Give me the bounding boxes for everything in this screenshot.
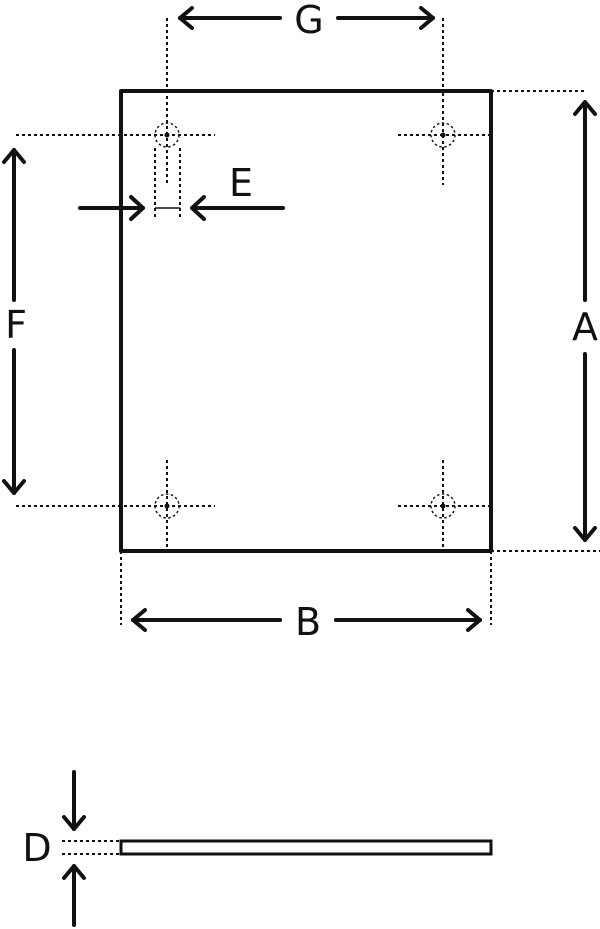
label-e: E: [229, 161, 253, 205]
hole-top-left: [142, 122, 215, 148]
label-g: G: [294, 0, 323, 42]
hole-bottom-right: [398, 460, 490, 551]
dimension-b: B: [120, 551, 492, 644]
label-b: B: [295, 600, 321, 644]
label-f: F: [5, 303, 27, 347]
label-a: A: [572, 305, 598, 349]
plate-outline: [119, 89, 493, 553]
plate-side-view: [119, 839, 493, 856]
dimension-a: A: [491, 90, 600, 552]
hole-top-right: [398, 93, 490, 185]
dimension-f: F: [2, 134, 215, 507]
dimension-g: G: [166, 0, 444, 185]
dimension-d: D: [22, 770, 121, 927]
dimension-e: E: [78, 148, 285, 221]
label-d: D: [22, 826, 51, 870]
